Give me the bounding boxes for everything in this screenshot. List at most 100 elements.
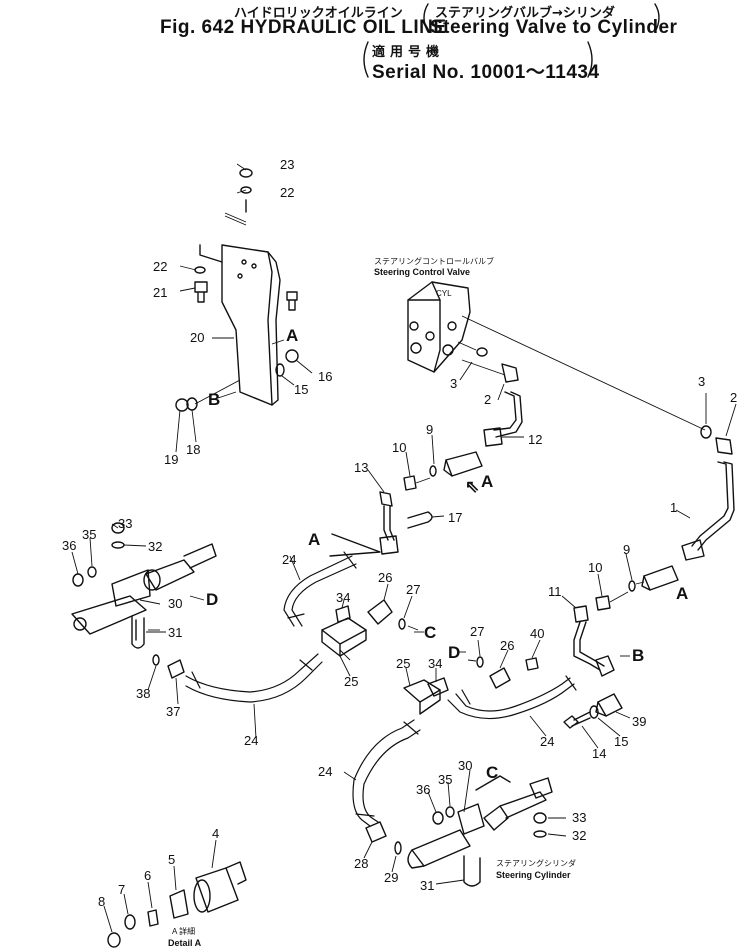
callout-22-top: 22 xyxy=(280,185,294,200)
bracket-20 xyxy=(221,244,273,406)
centerline-marks xyxy=(224,212,247,223)
callout-36-lower: 36 xyxy=(416,782,430,797)
callout-34-r: 34 xyxy=(428,656,442,671)
block-25-left xyxy=(321,599,419,661)
callout-26-r: 26 xyxy=(500,638,514,653)
adapter-10-lower xyxy=(595,595,611,611)
centerline-marks-2 xyxy=(224,215,247,226)
elbow-2 xyxy=(501,363,519,383)
pipe-11 xyxy=(573,621,601,671)
u-bolt-31 xyxy=(131,615,145,649)
callout-34: 34 xyxy=(336,590,350,605)
ref-letter-A-pipe13: A xyxy=(308,530,320,549)
pipe-1 xyxy=(697,461,735,551)
callout-15: 15 xyxy=(294,382,308,397)
callout-26: 26 xyxy=(378,570,392,585)
valve-marking: CYL xyxy=(436,289,452,298)
ref-letter-A-upper: A xyxy=(481,472,493,491)
nut-16 xyxy=(285,349,299,363)
callout-38: 38 xyxy=(136,686,150,701)
callout-24-c: 24 xyxy=(540,734,554,749)
valve-body xyxy=(407,281,471,373)
callout-37: 37 xyxy=(166,704,180,719)
adapter-10 xyxy=(403,475,417,491)
pipe-13-assembly xyxy=(329,491,445,557)
callout-36: 36 xyxy=(62,538,76,553)
ref-letter-A-lower: A xyxy=(676,584,688,603)
adapter-37 xyxy=(167,659,185,679)
part-5 xyxy=(169,889,189,919)
hose-24-b xyxy=(283,555,353,627)
callout-24-d: 24 xyxy=(318,764,332,779)
bolt-right xyxy=(286,291,298,311)
callout-2: 2 xyxy=(484,392,491,407)
callout-leaders xyxy=(71,163,737,933)
elbow-26 xyxy=(367,599,393,625)
detail-a-jp: A 詳細 xyxy=(172,926,195,936)
callout-31-lower: 31 xyxy=(420,878,434,893)
oring-9-lower xyxy=(628,580,636,592)
callout-9-lower: 9 xyxy=(623,542,630,557)
callout-21: 21 xyxy=(153,285,167,300)
upper-adapters: ⇖ xyxy=(403,451,483,496)
pipe-11-block xyxy=(595,655,615,677)
steering-cylinder-label: Steering Cylinder xyxy=(496,870,571,880)
ref-C-leader xyxy=(475,775,511,791)
washer-35-lower xyxy=(445,806,455,818)
rod-eye xyxy=(529,777,553,799)
pipe-11-assembly xyxy=(573,605,615,677)
washer-22 xyxy=(194,266,206,274)
hose-24-a xyxy=(185,653,319,693)
part-7 xyxy=(124,914,136,930)
callout-10-lower: 10 xyxy=(588,560,602,575)
callout-29: 29 xyxy=(384,870,398,885)
oring-3-valve xyxy=(476,347,488,357)
callout-14: 14 xyxy=(592,746,606,761)
hose-24-center xyxy=(447,675,577,720)
spacer-39 xyxy=(597,693,623,717)
svg-text:⇖: ⇖ xyxy=(465,477,479,496)
steering-control-valve-label: Steering Control Valve xyxy=(374,267,470,277)
ref-letter-B-bracket: B xyxy=(208,390,220,409)
connector-A-lower xyxy=(643,565,679,591)
oring-29 xyxy=(394,841,402,855)
oring-27-r xyxy=(476,656,484,668)
title-bracket-right xyxy=(654,3,660,33)
elbow-28 xyxy=(365,821,387,843)
pipe-12-assembly xyxy=(483,363,523,447)
steering-control-valve: CYL xyxy=(407,281,471,373)
pipe-13 xyxy=(383,505,389,541)
callout-28: 28 xyxy=(354,856,368,871)
steering-cylinder-upper xyxy=(145,559,195,591)
u-bolt-31-lower xyxy=(463,855,481,887)
serial-bracket-right xyxy=(587,41,593,78)
part-4-body xyxy=(195,867,239,913)
ref-letter-C-block: C xyxy=(424,623,436,642)
callout-2-right: 2 xyxy=(730,390,737,405)
callout-27-r: 27 xyxy=(470,624,484,639)
ref-letter-B-right: B xyxy=(632,646,644,665)
callout-27: 27 xyxy=(406,582,420,597)
callout-6: 6 xyxy=(144,868,151,883)
callout-33-lower: 33 xyxy=(572,810,586,825)
fitting-34 xyxy=(335,605,351,623)
bracket-lead xyxy=(199,244,223,263)
plug-40 xyxy=(525,657,539,671)
nut-23 xyxy=(239,168,253,178)
callout-25-r: 25 xyxy=(396,656,410,671)
cylinder-mount-plate xyxy=(71,595,147,635)
callout-5: 5 xyxy=(168,852,175,867)
lower-cylinder-assembly xyxy=(407,775,553,887)
callout-17: 17 xyxy=(448,510,462,525)
nut-36-lower xyxy=(432,811,444,825)
detail-A-parts xyxy=(107,861,247,948)
washer-15 xyxy=(275,363,285,377)
callout-10: 10 xyxy=(392,440,406,455)
callout-16: 16 xyxy=(318,369,332,384)
ref-letter-C-cylinder: C xyxy=(486,763,498,782)
nut-33 xyxy=(111,522,125,534)
washer-32-lower xyxy=(533,830,547,838)
title-block: ハイドロリックオイルライン ステアリングバルブ→シリンダ Fig. 642 HY… xyxy=(0,0,740,83)
pipe-13-nut xyxy=(379,491,393,507)
